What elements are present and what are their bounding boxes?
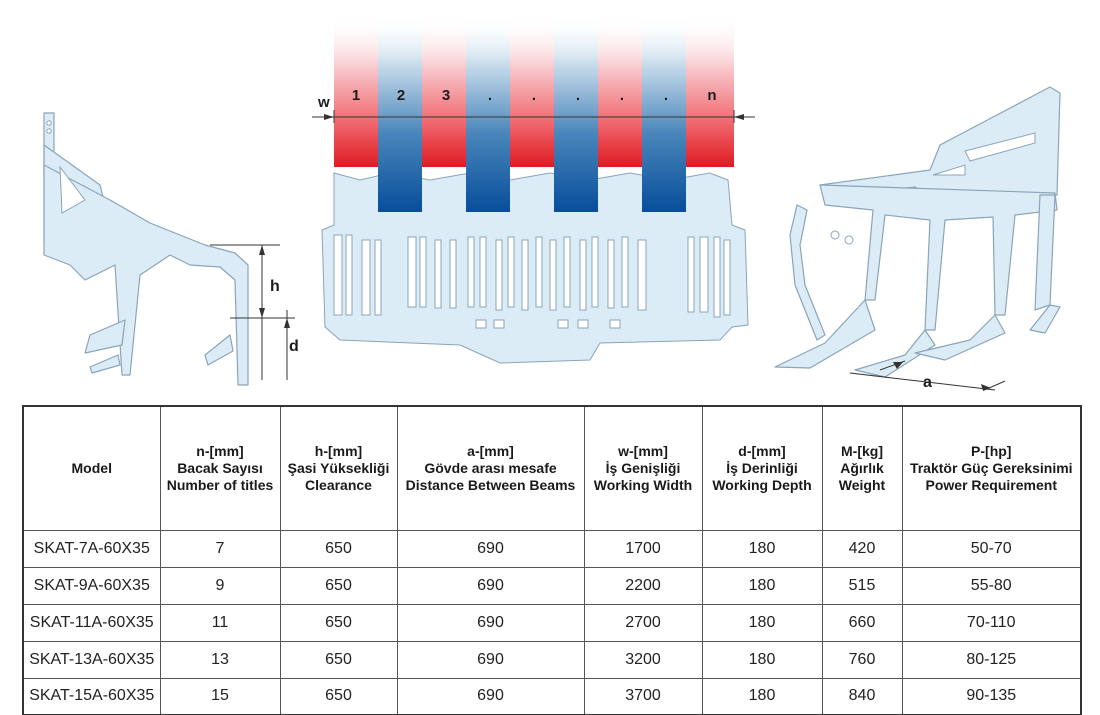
cell-working-width: 2700 bbox=[583, 603, 703, 642]
cell-working-width: 1700 bbox=[583, 529, 703, 568]
table-row: SKAT-15A-60X35 15 650 690 3700 180 840 9… bbox=[22, 677, 1082, 715]
w-label: w bbox=[317, 94, 330, 111]
cell-working-depth: 180 bbox=[701, 640, 823, 679]
cell-working-width: 2200 bbox=[583, 566, 703, 605]
cell-model: SKAT-9A-60X35 bbox=[22, 566, 161, 605]
cell-legs: 11 bbox=[159, 603, 281, 642]
cell-weight: 515 bbox=[821, 566, 903, 605]
a-label: a bbox=[923, 374, 932, 391]
perspective-view-diagram: a bbox=[765, 85, 1085, 405]
d-label: d bbox=[289, 338, 299, 355]
table-row: SKAT-13A-60X35 13 650 690 3200 180 760 8… bbox=[22, 640, 1082, 679]
table-row: SKAT-9A-60X35 9 650 690 2200 180 515 55-… bbox=[22, 566, 1082, 605]
cell-weight: 660 bbox=[821, 603, 903, 642]
cell-clearance: 650 bbox=[279, 566, 398, 605]
cell-model: SKAT-13A-60X35 bbox=[22, 640, 161, 679]
cell-clearance: 650 bbox=[279, 640, 398, 679]
cell-power: 70-110 bbox=[901, 603, 1082, 642]
cell-power: 55-80 bbox=[901, 566, 1082, 605]
cell-clearance: 650 bbox=[279, 677, 398, 715]
cell-working-depth: 180 bbox=[701, 529, 823, 568]
column-label-dot: . bbox=[576, 87, 580, 104]
cell-model: SKAT-7A-60X35 bbox=[22, 529, 161, 568]
cell-weight: 420 bbox=[821, 529, 903, 568]
cell-working-width: 3200 bbox=[583, 640, 703, 679]
column-label-n: n bbox=[707, 87, 716, 104]
cell-beam-distance: 690 bbox=[396, 566, 585, 605]
cell-weight: 760 bbox=[821, 640, 903, 679]
cell-legs: 15 bbox=[159, 677, 281, 715]
top-view-diagram: 1 2 3 . . . . . n w bbox=[300, 15, 760, 385]
column-label-3: 3 bbox=[442, 87, 450, 104]
header-model: Model bbox=[22, 405, 161, 531]
column-label-dot: . bbox=[664, 87, 668, 104]
cell-working-width: 3700 bbox=[583, 677, 703, 715]
cell-beam-distance: 690 bbox=[396, 603, 585, 642]
cell-weight: 840 bbox=[821, 677, 903, 715]
column-label-dot: . bbox=[620, 87, 624, 104]
table-row: SKAT-11A-60X35 11 650 690 2700 180 660 7… bbox=[22, 603, 1082, 642]
column-label-dot: . bbox=[488, 87, 492, 104]
cell-power: 50-70 bbox=[901, 529, 1082, 568]
side-view-diagram: h d bbox=[30, 105, 320, 390]
cell-model: SKAT-11A-60X35 bbox=[22, 603, 161, 642]
cell-working-depth: 180 bbox=[701, 677, 823, 715]
table-row: SKAT-7A-60X35 7 650 690 1700 180 420 50-… bbox=[22, 529, 1082, 568]
cell-beam-distance: 690 bbox=[396, 529, 585, 568]
cell-beam-distance: 690 bbox=[396, 640, 585, 679]
column-label-1: 1 bbox=[352, 87, 360, 104]
cell-clearance: 650 bbox=[279, 529, 398, 568]
column-label-2: 2 bbox=[397, 87, 405, 104]
column-label-dot: . bbox=[532, 87, 536, 104]
cell-working-depth: 180 bbox=[701, 603, 823, 642]
cell-beam-distance: 690 bbox=[396, 677, 585, 715]
cell-power: 80-125 bbox=[901, 640, 1082, 679]
cell-model: SKAT-15A-60X35 bbox=[22, 677, 161, 715]
cell-clearance: 650 bbox=[279, 603, 398, 642]
cell-working-depth: 180 bbox=[701, 566, 823, 605]
cell-power: 90-135 bbox=[901, 677, 1082, 715]
cell-legs: 13 bbox=[159, 640, 281, 679]
cell-legs: 9 bbox=[159, 566, 281, 605]
cell-legs: 7 bbox=[159, 529, 281, 568]
h-label: h bbox=[270, 278, 280, 295]
